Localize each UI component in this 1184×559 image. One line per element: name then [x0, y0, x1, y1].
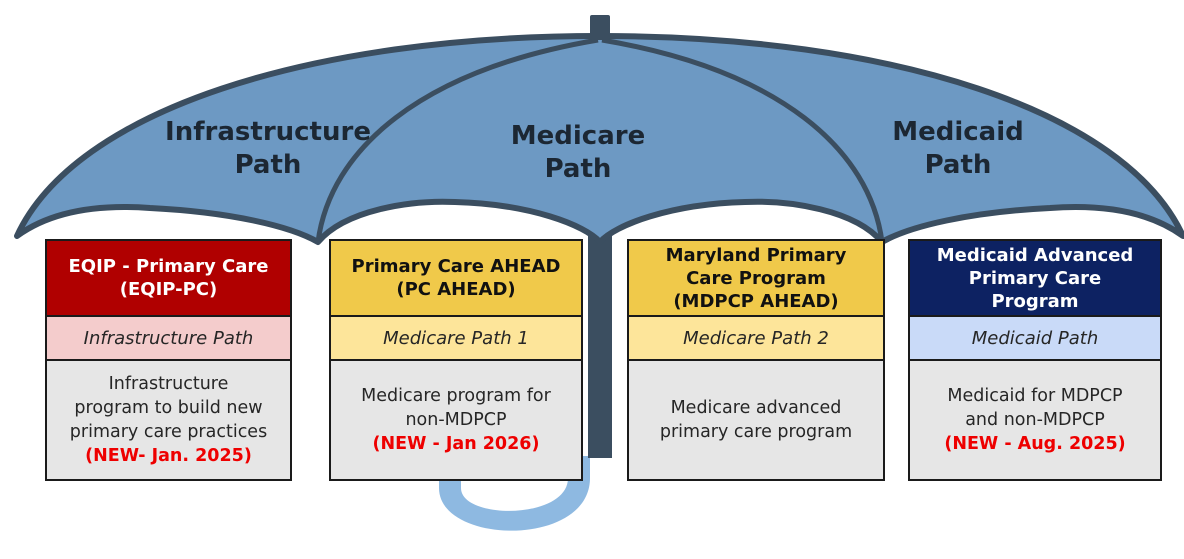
card-medicaid-advanced: Medicaid Advanced Primary Care Program M… — [908, 239, 1162, 481]
new-date-badge: (NEW- Jan. 2025) — [85, 446, 252, 466]
description-line: and non-MDPCP — [965, 410, 1105, 430]
card-title-line: Primary Care — [968, 267, 1102, 289]
card-path-label: Medicaid Path — [910, 317, 1160, 361]
card-path-label: Medicare Path 1 — [331, 317, 581, 361]
card-path-label: Medicare Path 2 — [629, 317, 883, 361]
card-title-line: Program — [991, 290, 1079, 312]
card-eqip-pc: EQIP - Primary Care (EQIP-PC) Infrastruc… — [45, 239, 292, 481]
description-line: Medicaid for MDPCP — [947, 386, 1123, 406]
description-line: Infrastructure — [108, 374, 229, 394]
card-description: Medicare advanced primary care program — [629, 361, 883, 479]
description-line: primary care program — [659, 422, 853, 442]
new-date-badge: (NEW - Jan 2026) — [372, 434, 540, 454]
umbrella-handle-hook — [439, 456, 590, 531]
card-title-line: Care Program — [686, 267, 826, 289]
card-title-line: Medicaid Advanced — [936, 244, 1134, 266]
label-line: Infrastructure — [165, 117, 371, 147]
card-description: Medicaid for MDPCP and non-MDPCP (NEW - … — [910, 361, 1160, 479]
card-title-line: Primary Care AHEAD — [351, 256, 561, 277]
description-line: primary care practices — [69, 422, 268, 442]
description-line: Medicare advanced — [670, 398, 842, 418]
label-line: Path — [234, 150, 302, 180]
card-title-line: (MDPCP AHEAD) — [673, 290, 839, 312]
new-date-badge: (NEW - Aug. 2025) — [944, 434, 1126, 454]
label-line: Path — [924, 150, 992, 180]
card-header: EQIP - Primary Care (EQIP-PC) — [47, 241, 290, 317]
label-line: Medicaid — [892, 117, 1024, 147]
medicare-path-label: Medicare Path — [478, 120, 678, 186]
label-line: Medicare — [510, 121, 646, 151]
card-header: Primary Care AHEAD (PC AHEAD) — [331, 241, 581, 317]
card-path-label: Infrastructure Path — [47, 317, 290, 361]
description-line: program to build new — [74, 398, 263, 418]
umbrella-tip — [590, 15, 610, 40]
card-title-line: Maryland Primary — [665, 244, 847, 266]
medicaid-path-label: Medicaid Path — [858, 116, 1058, 182]
umbrella-rib-right — [601, 37, 885, 243]
description-line: non-MDPCP — [405, 410, 507, 430]
umbrella-canopy — [14, 33, 1184, 245]
card-title-line: EQIP - Primary Care — [68, 256, 269, 277]
card-description: Infrastructure program to build new prim… — [47, 361, 290, 479]
umbrella-rib-left — [315, 37, 599, 243]
label-line: Path — [544, 154, 612, 184]
card-mdpcp-ahead: Maryland Primary Care Program (MDPCP AHE… — [627, 239, 885, 481]
infrastructure-path-label: Infrastructure Path — [148, 116, 388, 182]
card-header: Medicaid Advanced Primary Care Program — [910, 241, 1160, 317]
card-description: Medicare program for non-MDPCP (NEW - Ja… — [331, 361, 581, 479]
card-title-line: (EQIP-PC) — [119, 279, 218, 300]
card-title-line: (PC AHEAD) — [396, 279, 516, 300]
description-line: Medicare program for — [361, 386, 551, 406]
card-header: Maryland Primary Care Program (MDPCP AHE… — [629, 241, 883, 317]
card-pc-ahead: Primary Care AHEAD (PC AHEAD) Medicare P… — [329, 239, 583, 481]
